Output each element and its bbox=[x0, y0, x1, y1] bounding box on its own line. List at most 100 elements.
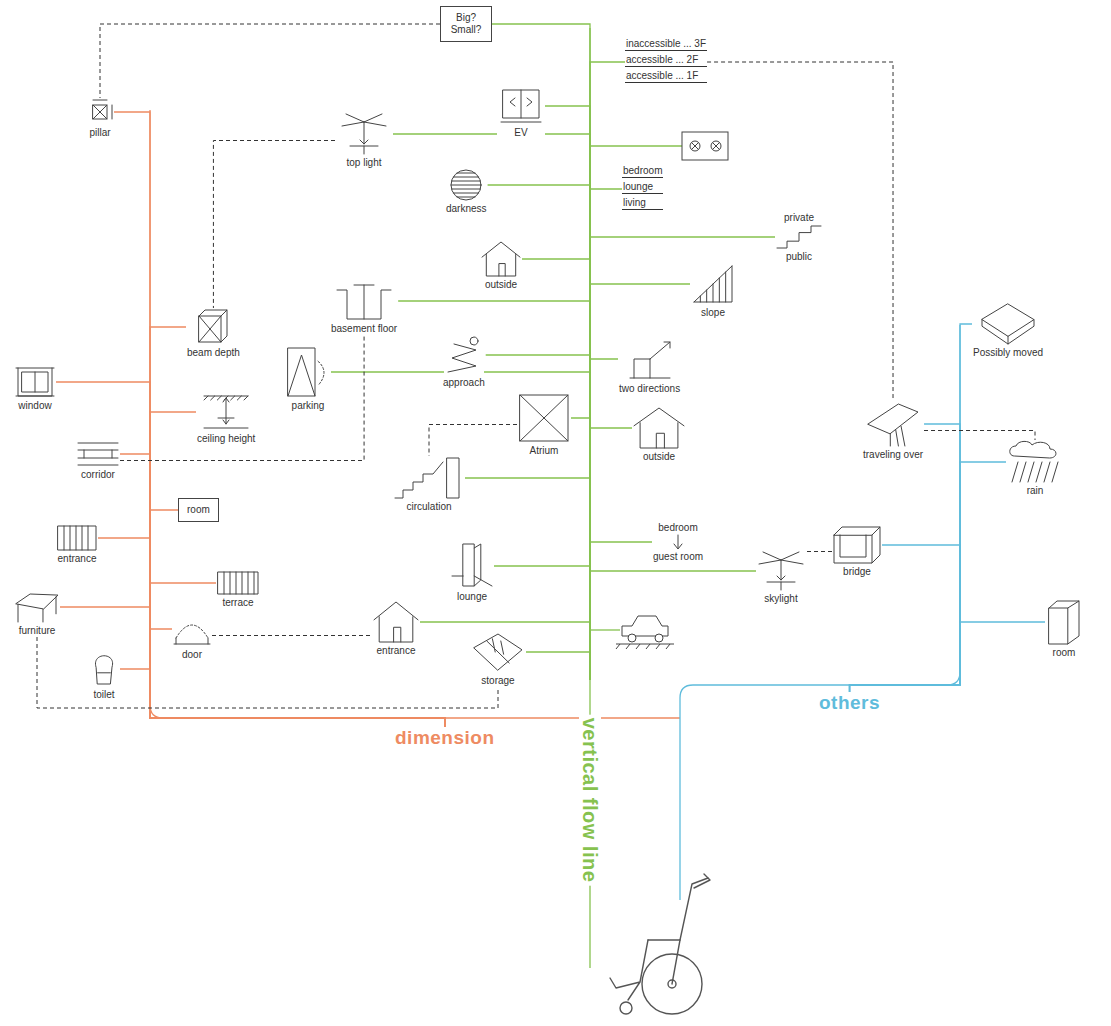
sketch-group bbox=[395, 458, 459, 498]
sketch-stroke bbox=[16, 368, 54, 396]
category-name: dimension bbox=[392, 727, 498, 749]
sketch-node: traveling over bbox=[862, 400, 924, 461]
sketch-caption: basement floor bbox=[330, 323, 398, 335]
sketch-caption: guest room bbox=[652, 551, 704, 563]
sketch-stroke bbox=[218, 572, 258, 594]
sketch-group bbox=[16, 594, 58, 622]
sketch-icon bbox=[76, 440, 120, 468]
sketch-node: skylight bbox=[756, 550, 806, 605]
sketch-caption: terrace bbox=[216, 597, 260, 609]
category-label: vertical flow line bbox=[579, 680, 601, 920]
edge-group bbox=[37, 24, 1045, 727]
sketch-caption: pillar bbox=[86, 127, 114, 139]
sketch-icon bbox=[86, 98, 114, 126]
branch-line bbox=[120, 669, 445, 727]
sketch-stroke bbox=[204, 396, 248, 428]
wheelchair-symbol bbox=[610, 874, 710, 1014]
branch-line bbox=[571, 418, 590, 680]
sketch-stroke bbox=[1012, 462, 1058, 482]
sketch-caption: rain bbox=[1006, 485, 1064, 497]
branch-line bbox=[590, 189, 622, 680]
sketch-stroke bbox=[1010, 441, 1056, 458]
sketch-node: circulation bbox=[393, 456, 465, 513]
sketch-caption: room bbox=[186, 504, 211, 516]
sketch-node: approach bbox=[442, 334, 486, 389]
sketch-stroke bbox=[982, 304, 1034, 344]
sketch-caption: bedroom bbox=[622, 165, 663, 178]
sketch-icon bbox=[626, 336, 674, 382]
sketch-stroke bbox=[95, 656, 112, 684]
sketch-caption: bridge bbox=[832, 566, 882, 578]
branch-line bbox=[393, 134, 590, 680]
sketch-icon bbox=[1006, 440, 1064, 484]
sketch-caption: room bbox=[1045, 647, 1083, 659]
sketch-icon bbox=[14, 365, 56, 399]
sketch-icon bbox=[450, 542, 494, 590]
sketch-caption: Possibly moved bbox=[972, 347, 1044, 359]
sketch-icon bbox=[470, 630, 526, 674]
sketch-stroke bbox=[224, 572, 254, 594]
sketch-caption: two directions bbox=[618, 383, 681, 395]
sketch-caption: skylight bbox=[756, 593, 806, 605]
sketch-caption: window bbox=[14, 400, 56, 412]
sketch-caption: circulation bbox=[393, 501, 465, 513]
sketch-cross bbox=[692, 143, 720, 150]
branch-line bbox=[590, 62, 625, 680]
sketch-stroke bbox=[834, 527, 880, 563]
sketch-node: rain bbox=[1006, 440, 1064, 497]
sketch-node: darkness bbox=[445, 168, 488, 215]
sketch-node: outside bbox=[632, 406, 686, 463]
category-label: dimension bbox=[392, 727, 498, 749]
car-sketch bbox=[590, 616, 674, 649]
branch-line bbox=[850, 324, 972, 692]
dashed-link bbox=[213, 141, 335, 309]
sketch-group bbox=[694, 266, 732, 302]
sketch-stroke bbox=[78, 443, 118, 465]
sketch-group bbox=[1049, 601, 1079, 644]
dimension-trunk bbox=[150, 110, 680, 718]
sketch-node: room bbox=[1045, 598, 1083, 659]
sketch-caption: accessible ... 1F bbox=[625, 70, 707, 83]
sketch-stroke bbox=[288, 348, 315, 396]
sketch-caption: EV bbox=[497, 127, 545, 139]
sketch-node: bridge bbox=[832, 525, 882, 578]
sketch-group bbox=[452, 544, 492, 586]
sketch-caption: ceiling height bbox=[196, 433, 256, 445]
ground-hatch bbox=[616, 644, 674, 649]
sketch-node: lounge bbox=[450, 542, 494, 603]
sketch-group bbox=[174, 625, 210, 644]
sketch-icon bbox=[832, 525, 882, 565]
sketch-stroke bbox=[58, 526, 96, 550]
sketch-icon bbox=[448, 168, 484, 202]
sketch-icon bbox=[690, 262, 736, 306]
sketch-caption: toilet bbox=[88, 689, 120, 701]
branch-line bbox=[590, 145, 682, 146]
sketch-icon bbox=[195, 308, 231, 346]
sketch-caption: darkness bbox=[445, 203, 488, 215]
sketch-stroke bbox=[16, 594, 58, 622]
car-body bbox=[622, 616, 668, 636]
branch-line bbox=[150, 327, 445, 727]
grid-sketch bbox=[590, 132, 728, 160]
sketch-node: inaccessible ... 3Faccessible ... 2Facce… bbox=[625, 38, 707, 86]
sketch-caption: accessible ... 2F bbox=[625, 54, 707, 67]
wheelchair-handle bbox=[694, 874, 710, 888]
sketch-node: corridor bbox=[76, 440, 120, 481]
car-wheel bbox=[628, 634, 636, 642]
dashed-link bbox=[924, 431, 1035, 441]
sketch-caption: private bbox=[775, 212, 823, 224]
sketch-group bbox=[834, 527, 880, 563]
sketch-stroke bbox=[510, 98, 532, 106]
sketch-icon bbox=[1045, 598, 1083, 646]
sketch-icon bbox=[756, 550, 806, 592]
sketch-stroke bbox=[630, 342, 670, 378]
sketch-stroke bbox=[176, 625, 208, 638]
branch-line bbox=[590, 542, 652, 680]
sketch-caption: top light bbox=[335, 157, 393, 169]
sketch-stroke bbox=[451, 173, 481, 197]
sketch-stroke bbox=[174, 638, 210, 644]
sketch-caption: corridor bbox=[76, 469, 120, 481]
